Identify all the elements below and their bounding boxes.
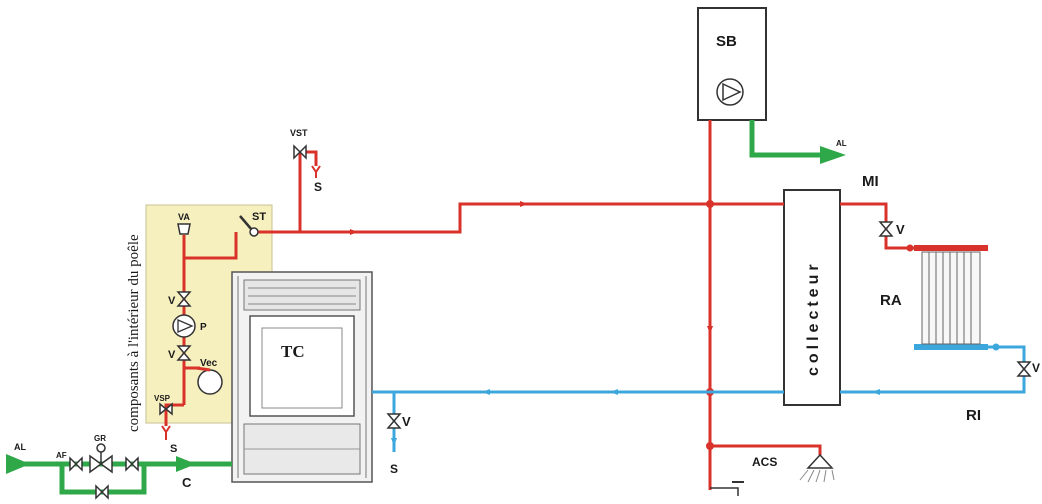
shower-icon bbox=[799, 453, 835, 483]
c-label: C bbox=[182, 475, 192, 490]
s-return-label: S bbox=[390, 462, 398, 476]
drain-icons bbox=[161, 165, 321, 440]
air-vent-icon bbox=[177, 223, 191, 235]
s-top-label: S bbox=[314, 180, 322, 194]
ra-label: RA bbox=[880, 292, 902, 309]
boiler-sb bbox=[697, 7, 767, 121]
circulator-pump-icon bbox=[172, 314, 196, 338]
collecteur-label: collecteur bbox=[805, 260, 822, 376]
tc-label: TC bbox=[281, 342, 305, 361]
af-label: AF bbox=[56, 451, 67, 460]
v-pump-top-label: V bbox=[168, 295, 176, 307]
al-left-label: AL bbox=[14, 442, 26, 452]
stove-tc bbox=[231, 271, 373, 483]
acs-label: ACS bbox=[752, 455, 777, 469]
vsp-label: VSP bbox=[154, 394, 171, 403]
composants-label: composants à l'intérieur du poêle bbox=[126, 234, 142, 432]
valves bbox=[69, 144, 1032, 500]
p-label: P bbox=[200, 322, 207, 333]
v-ra-label: V bbox=[1032, 361, 1040, 375]
va-label: VA bbox=[178, 212, 190, 222]
al-top-label: AL bbox=[836, 139, 847, 148]
expansion-vessel bbox=[197, 369, 223, 395]
faucet-icon bbox=[710, 487, 739, 496]
s-vsp-label: S bbox=[170, 443, 177, 455]
ri-label: RI bbox=[966, 407, 981, 424]
radiator-ra bbox=[914, 245, 988, 350]
collector bbox=[783, 189, 841, 406]
temperature-sensor-icon bbox=[239, 215, 259, 237]
v-return-label: V bbox=[402, 414, 411, 429]
cold-pipes bbox=[372, 343, 1026, 452]
gr-label: GR bbox=[94, 434, 106, 443]
vec-label: Vec bbox=[200, 358, 218, 369]
vst-label: VST bbox=[290, 128, 308, 138]
st-label: ST bbox=[252, 211, 266, 223]
v-mi-label: V bbox=[896, 222, 905, 237]
sb-label: SB bbox=[716, 33, 737, 50]
mi-label: MI bbox=[862, 173, 879, 190]
v-pump-bottom-label: V bbox=[168, 349, 176, 361]
